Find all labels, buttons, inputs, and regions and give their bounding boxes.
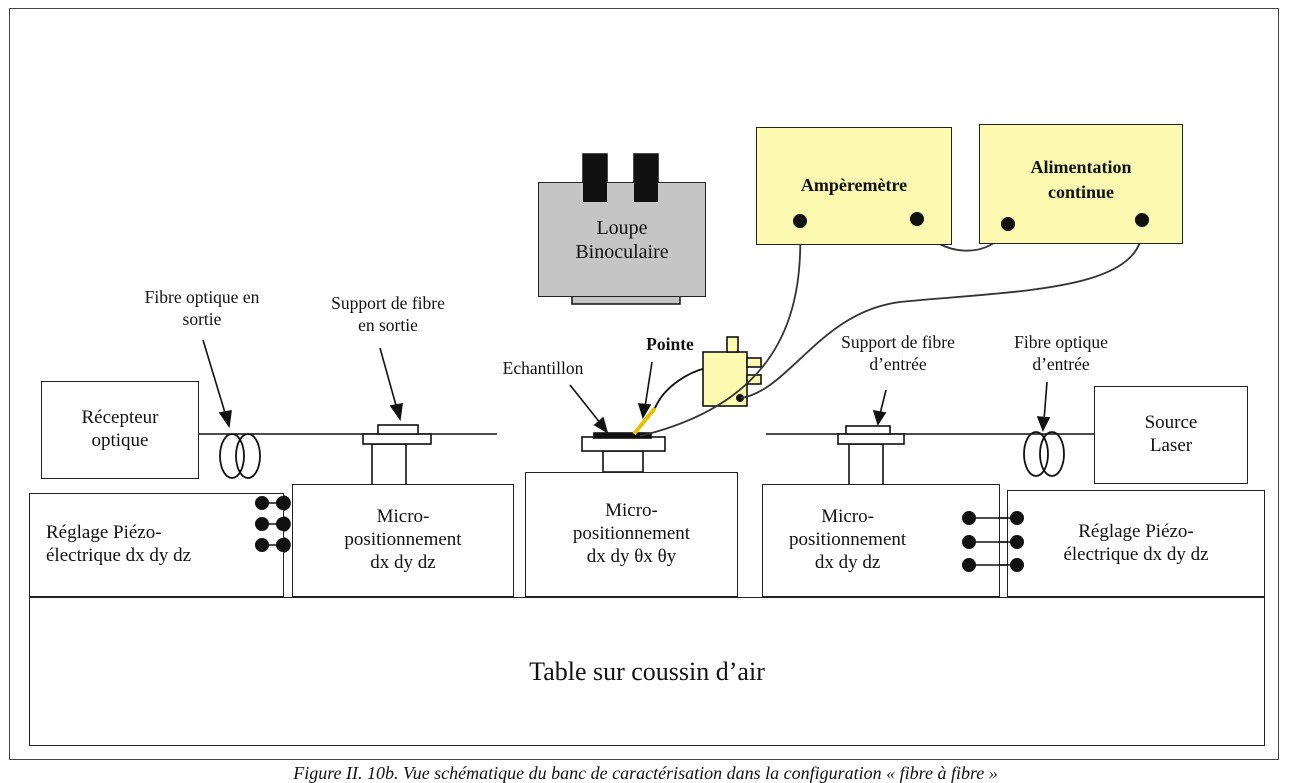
probe-tip	[632, 406, 657, 436]
label-support-sortie: Support de fibre en sortie	[331, 293, 445, 335]
micro-stage-left: Micro- positionnement dx dy dz	[292, 484, 514, 597]
fibre-coil-output	[219, 433, 261, 479]
fibre-holder-output	[362, 424, 432, 486]
figure-frame	[9, 8, 1279, 760]
binocular-loupe: Loupe Binoculaire	[538, 182, 706, 297]
piezo-stage-right: Réglage Piézo- électrique dx dy dz	[1007, 490, 1265, 597]
label-echantillon: Echantillon	[502, 358, 584, 378]
fibre-holder-input	[837, 425, 905, 486]
piezo-stage-left: Réglage Piézo- électrique dx dy dz	[29, 493, 284, 597]
air-table: Table sur coussin d’air	[29, 597, 1265, 746]
sample-holder	[581, 432, 666, 473]
micro-stage-right: Micro- positionnement dx dy dz	[762, 484, 1000, 597]
ammeter-box: Ampèremètre	[756, 127, 952, 245]
label-fibre-sortie: Fibre optique en sortie	[144, 287, 260, 329]
label-pointe: Pointe	[646, 334, 694, 354]
figure-caption: Figure II. 10b. Vue schématique du banc …	[293, 763, 998, 783]
optical-receiver: Récepteur optique	[41, 381, 199, 479]
micro-stage-center: Micro- positionnement dx dy θx θy	[525, 472, 738, 597]
power-supply-box: Alimentation continue	[979, 124, 1183, 244]
label-fibre-entree: Fibre optique d’entrée	[1014, 332, 1108, 374]
supply-cable	[740, 221, 1143, 399]
fibre-coil-input	[1023, 431, 1065, 477]
ammeter-cable	[639, 222, 802, 437]
callout-arrows	[202, 339, 1051, 434]
label-support-entree: Support de fibre d’entrée	[841, 332, 955, 374]
probe-cable	[654, 367, 707, 409]
laser-source: Source Laser	[1094, 386, 1248, 484]
